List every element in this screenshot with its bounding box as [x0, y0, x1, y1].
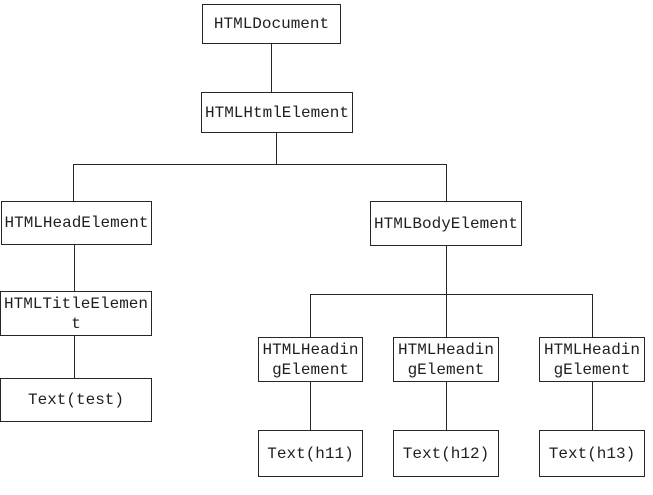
connector-html-split — [276, 133, 277, 164]
node-text-h11: Text(h11) — [258, 430, 363, 477]
connector-document-html — [271, 44, 272, 92]
connector-split-heading-2 — [446, 294, 447, 337]
connector-body-split-horizontal — [310, 294, 593, 295]
node-html-heading-element-3: HTMLHeadin gElement — [539, 337, 645, 382]
connector-head-title — [74, 245, 75, 291]
connector-split-body — [446, 164, 447, 201]
node-html-body-element: HTMLBodyElement — [370, 201, 522, 246]
node-text-h13: Text(h13) — [539, 430, 645, 477]
node-html-heading-element-1: HTMLHeadin gElement — [258, 337, 363, 382]
node-text-test: Text(test) — [0, 378, 152, 422]
connector-body-split — [446, 246, 447, 294]
connector-split-heading-1 — [310, 294, 311, 337]
connector-heading-3-text — [592, 382, 593, 430]
connector-title-text — [74, 336, 75, 378]
node-html-document: HTMLDocument — [202, 4, 341, 44]
connector-split-heading-3 — [592, 294, 593, 337]
node-html-title-element: HTMLTitleElemen t — [0, 291, 152, 336]
node-html-html-element: HTMLHtmlElement — [201, 92, 353, 133]
connector-split-head — [73, 164, 74, 201]
node-text-h12: Text(h12) — [393, 430, 499, 477]
connector-heading-1-text — [310, 382, 311, 430]
connector-heading-2-text — [446, 382, 447, 430]
node-html-heading-element-2: HTMLHeadin gElement — [393, 337, 499, 382]
node-html-head-element: HTMLHeadElement — [1, 201, 152, 245]
connector-split-horizontal — [73, 164, 447, 165]
